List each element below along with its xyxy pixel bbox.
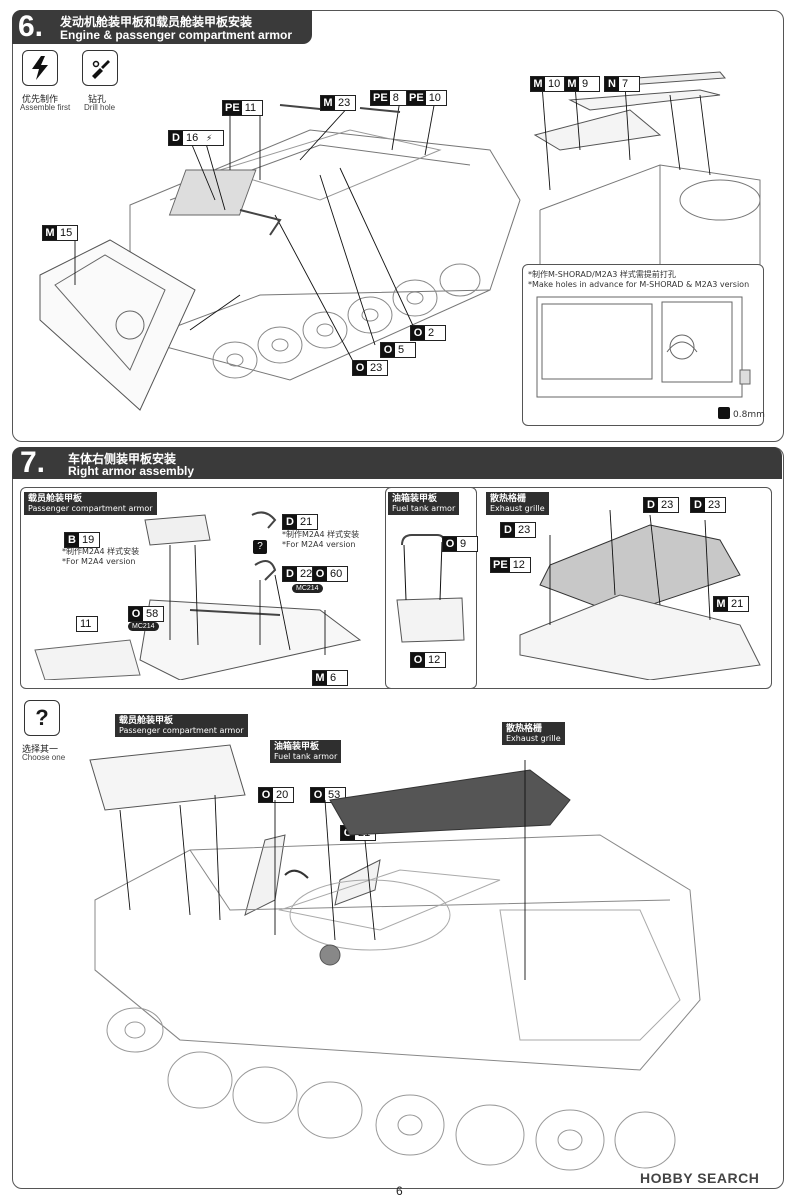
step-number: 6.	[18, 10, 44, 43]
d21-note-en: *For M2A4 version	[282, 540, 356, 549]
drill-size-icon	[718, 407, 730, 419]
inset-note-cn: *制作M-SHORAD/M2A3 样式需提前打孔	[528, 270, 676, 279]
b19-note-en: *For M2A4 version	[62, 557, 136, 566]
assemble-first-cn: 优先制作	[22, 95, 59, 105]
step-title-cn: 发动机舱装甲板和载员舱装甲板安装	[60, 15, 253, 29]
step-6-vehicle-drawing	[39, 99, 521, 411]
drill-hole-icon	[82, 50, 118, 86]
part-tag-11: 11	[76, 616, 98, 632]
assemble-first-icon	[22, 50, 58, 86]
step-number: 7.	[20, 446, 46, 479]
step-title-en: Right armor assembly	[68, 464, 195, 478]
step-7-header: 7. 车体右侧装甲板安装 Right armor assembly	[12, 447, 782, 479]
inset-panel-drawing	[536, 296, 751, 398]
d21-note-cn: *制作M2A4 样式安装	[282, 530, 360, 539]
exhaust-grille-drawing	[519, 509, 761, 680]
passenger-armor-drawing	[34, 511, 362, 680]
drill-inset-frame	[522, 264, 764, 426]
page-number: 6	[396, 1184, 403, 1198]
drill-size: 0.8mm	[733, 410, 765, 420]
step-6-header: 6. 发动机舱装甲板和载员舱装甲板安装 Engine & passenger c…	[12, 10, 312, 56]
step-7-vehicle-drawing	[89, 744, 701, 1171]
inset-note-en: *Make holes in advance for M-SHORAD & M2…	[528, 280, 750, 289]
mc214-tag: MC214	[292, 584, 323, 593]
choose-one-cn: 选择其一	[22, 745, 59, 755]
mc214-tag: MC214	[128, 622, 159, 631]
assemble-first-en: Assemble first	[20, 103, 71, 112]
drill-hole-en: Drill hole	[84, 103, 116, 112]
question-icon: ?	[24, 700, 60, 736]
hobby-search-watermark: HOBBY SEARCH	[640, 1170, 760, 1186]
choose-one-en: Choose one	[22, 753, 66, 762]
b19-note-cn: *制作M2A4 样式安装	[62, 547, 140, 556]
step-title-cn: 车体右侧装甲板安装	[68, 452, 177, 466]
drill-hole-cn: 钻孔	[88, 95, 107, 105]
lightning-icon: ⚡	[206, 133, 213, 143]
step-6-rear-drawing	[533, 71, 761, 270]
question-icon: ?	[253, 540, 267, 554]
